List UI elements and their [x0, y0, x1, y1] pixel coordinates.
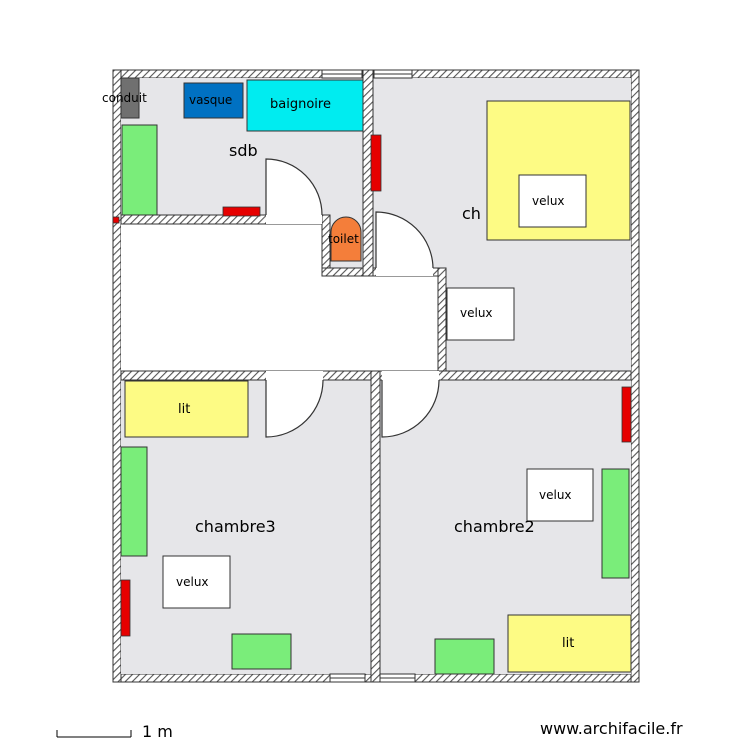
- room-label-sdb: sdb: [229, 141, 258, 160]
- cabinet: [601, 468, 630, 579]
- door-bedroom3: [265, 371, 324, 438]
- radiator: [222, 206, 261, 217]
- velux-label: velux: [539, 488, 572, 502]
- door-bathroom: [265, 158, 323, 224]
- toilet-shape: [330, 216, 362, 262]
- baignoire-shape: [246, 79, 364, 132]
- room-labels: sdb ch chambre3 chambre2: [195, 141, 535, 536]
- radiator: [370, 134, 382, 192]
- vasque-shape: [183, 82, 244, 119]
- room-label-chambre2: chambre2: [454, 517, 535, 536]
- velux-label: velux: [460, 306, 493, 320]
- bed-chambre3: [124, 380, 249, 438]
- conduit-shape: [120, 77, 140, 119]
- bed-chambre2-label: lit: [562, 636, 574, 651]
- windows: [321, 69, 416, 683]
- velux-label: velux: [532, 194, 565, 208]
- scale-bar: [56, 730, 132, 738]
- cabinet: [434, 638, 495, 675]
- veluxes: velux velux velux velux: [162, 174, 594, 609]
- hallway-floor: [121, 224, 322, 372]
- radiators: [112, 134, 632, 637]
- bed-chambre2: [507, 614, 632, 673]
- cabinet: [121, 124, 158, 216]
- scale-label: 1 m: [142, 722, 173, 741]
- velux-top: [446, 287, 515, 341]
- conduit-label: conduit: [102, 91, 147, 105]
- velux-label: velux: [176, 575, 209, 589]
- velux-chambre2: [526, 468, 594, 522]
- door-bedroom2: [381, 371, 440, 438]
- room-label-chambre-top: ch: [462, 204, 481, 223]
- room-label-chambre3: chambre3: [195, 517, 276, 536]
- bed-chambre3-label: lit: [178, 402, 190, 417]
- doors: [265, 158, 440, 438]
- toilet-label: toilet: [328, 232, 359, 246]
- site-url[interactable]: www.archifacile.fr: [540, 719, 683, 738]
- cabinet: [120, 446, 148, 557]
- velux-chambre3: [162, 555, 231, 609]
- velux-top-bed: [518, 174, 587, 228]
- bathroom-fixtures: conduit vasque baignoire toilet: [102, 77, 364, 262]
- furniture-green: [120, 124, 630, 675]
- cabinet: [231, 633, 292, 670]
- radiator: [120, 579, 131, 637]
- hallway-floor-right: [322, 276, 438, 372]
- baignoire-label: baignoire: [270, 97, 331, 112]
- radiator: [621, 386, 632, 443]
- door-bedroom-top: [375, 211, 434, 276]
- radiator-point: [112, 216, 120, 224]
- vasque-label: vasque: [189, 93, 232, 107]
